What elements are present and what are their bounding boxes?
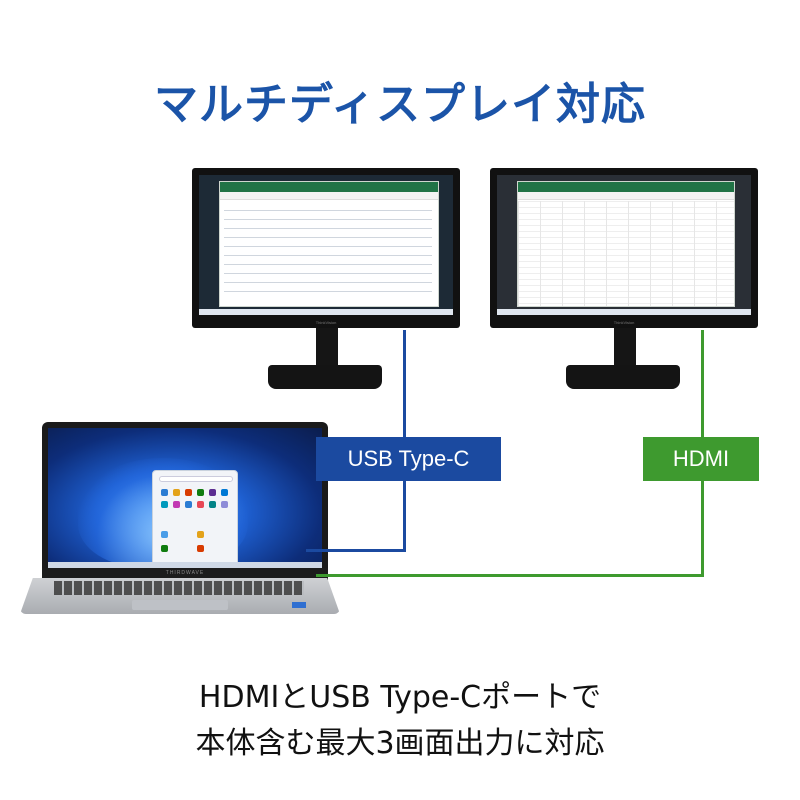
app-tile — [209, 501, 216, 508]
window-ribbon — [220, 192, 438, 200]
caption-line-1: HDMIとUSB Type-Cポートで — [198, 680, 602, 715]
document-content — [224, 206, 432, 300]
monitor-neck — [316, 328, 338, 368]
laptop-sticker — [292, 602, 306, 608]
usb-type-c-label: USB Type-C — [316, 437, 501, 481]
window-titlebar — [518, 182, 734, 192]
app-tile — [197, 489, 204, 496]
spreadsheet-grid — [518, 201, 734, 306]
app-tile — [173, 489, 180, 496]
monitor-brand: ThinkVision — [315, 320, 337, 325]
monitor-screen — [497, 175, 751, 315]
app-tile — [209, 489, 216, 496]
app-tile — [173, 501, 180, 508]
hdmi-cable-horizontal — [316, 574, 704, 577]
page-title: マルチディスプレイ対応 — [154, 79, 646, 130]
caption-line-2: 本体含む最大3画面出力に対応 — [195, 726, 605, 761]
monitor-bezel: ThinkVision — [192, 168, 460, 328]
taskbar — [199, 309, 453, 315]
spreadsheet-window — [517, 181, 735, 307]
laptop-taskbar — [48, 562, 322, 568]
app-tile — [161, 545, 168, 552]
monitor-bezel: ThinkVision — [490, 168, 758, 328]
app-tile — [161, 531, 168, 538]
monitor-base — [268, 365, 382, 389]
start-search-bar — [159, 476, 233, 482]
laptop-chin: THIRDWAVE — [42, 568, 328, 580]
start-menu — [152, 470, 238, 568]
monitor-base — [566, 365, 680, 389]
window-titlebar — [220, 182, 438, 192]
app-tile — [185, 489, 192, 496]
app-tile — [197, 501, 204, 508]
window-ribbon — [518, 192, 734, 200]
laptop-screen — [48, 428, 322, 568]
monitor-brand: ThinkVision — [613, 320, 635, 325]
touchpad — [132, 600, 228, 610]
app-tile — [185, 501, 192, 508]
laptop-brand: THIRDWAVE — [165, 570, 205, 576]
app-tile — [161, 501, 168, 508]
keyboard — [54, 581, 304, 595]
app-tile — [197, 531, 204, 538]
app-tile — [161, 489, 168, 496]
document-window — [219, 181, 439, 307]
hdmi-label: HDMI — [643, 437, 759, 481]
usb-c-cable-horizontal — [306, 549, 406, 552]
taskbar — [497, 309, 751, 315]
monitor-screen — [199, 175, 453, 315]
app-tile — [221, 501, 228, 508]
app-tile — [221, 489, 228, 496]
laptop: THIRDWAVE — [20, 422, 340, 622]
app-tile — [197, 545, 204, 552]
laptop-lid — [42, 422, 328, 574]
monitor-neck — [614, 328, 636, 368]
